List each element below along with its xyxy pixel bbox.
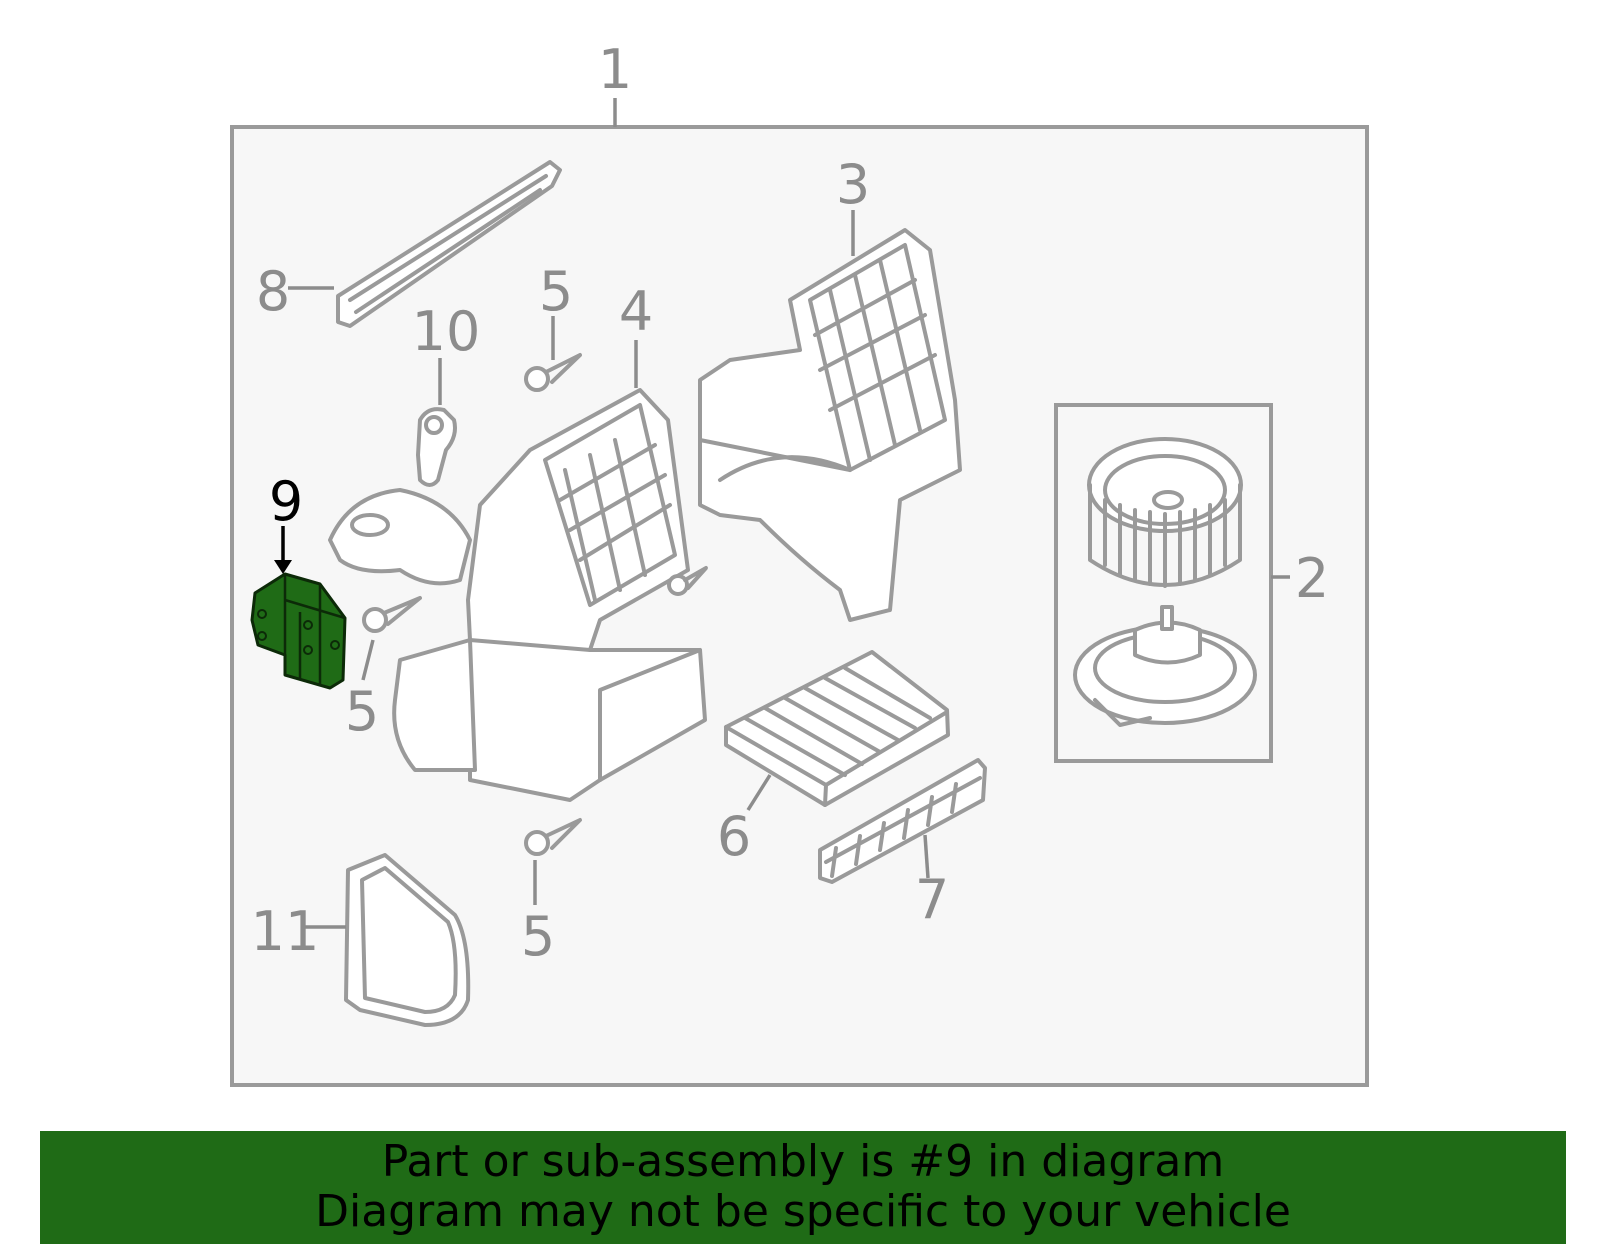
- callout-9-arrowhead: [274, 560, 292, 574]
- part-3-upper-case: [698, 228, 962, 622]
- part-2-blower-motor: [1073, 605, 1257, 727]
- callout-6-leader: [746, 774, 772, 811]
- callout-2: 2: [1295, 547, 1329, 610]
- part-5-screw-top: [524, 353, 582, 392]
- callout-9: 9: [269, 470, 303, 533]
- callout-5b-leader: [361, 639, 375, 681]
- callout-1: 1: [598, 38, 632, 101]
- part-5-screw-bottom: [524, 818, 582, 856]
- callout-5c: 5: [521, 905, 555, 968]
- callout-3: 3: [836, 153, 870, 216]
- callout-11: 11: [251, 900, 320, 963]
- part-5-screw-middle: [667, 566, 708, 596]
- callout-10: 10: [412, 300, 481, 363]
- part-10-bracket: [416, 407, 457, 487]
- callout-7: 7: [915, 868, 949, 931]
- part-7-grille: [818, 758, 987, 884]
- info-banner: Part or sub-assembly is #9 in diagram Di…: [40, 1131, 1566, 1244]
- callout-5b: 5: [345, 680, 379, 743]
- part-6-filter: [724, 650, 950, 807]
- part-9-actuator-highlighted: [250, 572, 347, 690]
- part-8-duct: [336, 160, 562, 328]
- callout-5a: 5: [539, 260, 573, 323]
- callout-6: 6: [717, 805, 751, 868]
- banner-line-disclaimer: Diagram may not be specific to your vehi…: [315, 1186, 1291, 1237]
- part-2-blower-wheel: [1087, 437, 1243, 588]
- part-9-actuator-body: [250, 572, 347, 690]
- callout-7-leader: [923, 834, 930, 879]
- part-5-screw-left: [362, 596, 422, 633]
- part-11-door: [344, 853, 471, 1027]
- callout-4: 4: [619, 280, 653, 343]
- callout-8: 8: [256, 260, 290, 323]
- banner-line-part-number: Part or sub-assembly is #9 in diagram: [381, 1136, 1225, 1187]
- part-4-housing: [328, 388, 707, 802]
